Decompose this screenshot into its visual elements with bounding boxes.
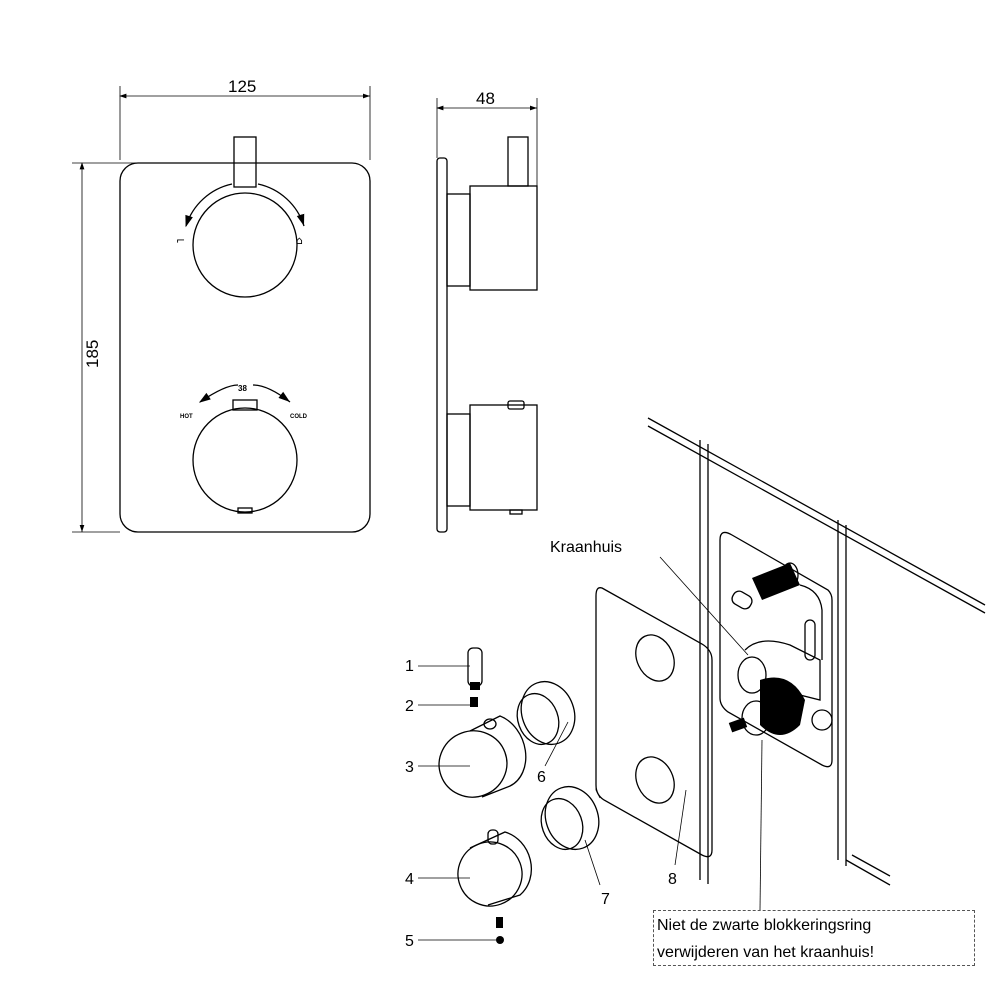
side-view: 48: [436, 89, 538, 533]
height-dimension-label: 185: [83, 340, 102, 368]
diverter-lever: [233, 136, 257, 188]
depth-dimension-label: 48: [476, 89, 495, 108]
part-5-screw: [496, 936, 504, 944]
part-number-1: 1: [405, 658, 414, 675]
part-number-6: 6: [537, 769, 546, 786]
cover-plate-exploded: [595, 587, 713, 858]
part-2-grub-screw: [470, 697, 478, 707]
part-number-3: 3: [405, 759, 414, 776]
part-number-7: 7: [601, 891, 610, 908]
front-view: 125 185 ⌐ ⌂ 38 HOT COLD: [72, 77, 371, 533]
hand-shower-icon: ⌐: [176, 234, 185, 247]
warning-note-line-2: verwijderen van het kraanhuis!: [657, 944, 875, 961]
cover-plate-front: [119, 162, 371, 533]
part-1-lever-pin: [467, 647, 483, 687]
black-blocking-ring: [760, 677, 805, 735]
part-3-diverter-knob: [438, 730, 508, 798]
part-number-4: 4: [405, 871, 414, 888]
part-number-8: 8: [668, 871, 677, 888]
diverter-knob: [192, 192, 298, 298]
part-4-thermostat-knob: [457, 841, 523, 907]
head-shower-icon: ⌂: [296, 234, 303, 247]
part-number-2: 2: [405, 698, 414, 715]
thermostat-knob: [192, 407, 298, 513]
exploded-parts: 1 2 3 4 5 6 7 8: [405, 647, 687, 950]
part-6-sleeve: [520, 680, 576, 746]
warning-note: Niet de zwarte blokkeringsring verwijder…: [653, 910, 975, 966]
cold-label: COLD: [290, 414, 308, 420]
part-number-5: 5: [405, 933, 414, 950]
width-dimension-label: 125: [228, 77, 256, 96]
kraanhuis-callout: Kraanhuis: [550, 539, 622, 556]
temperature-mark: 38: [238, 384, 247, 393]
hot-label: HOT: [180, 414, 193, 420]
thermostat-stop: [232, 399, 258, 411]
valve-recess: [719, 531, 833, 768]
black-cartridge-upper: [752, 563, 800, 600]
part-7-sleeve: [544, 785, 600, 851]
warning-note-line-1: Niet de zwarte blokkeringsring: [657, 917, 872, 934]
valve-body: [728, 562, 833, 736]
wall-tiles: [647, 417, 986, 886]
